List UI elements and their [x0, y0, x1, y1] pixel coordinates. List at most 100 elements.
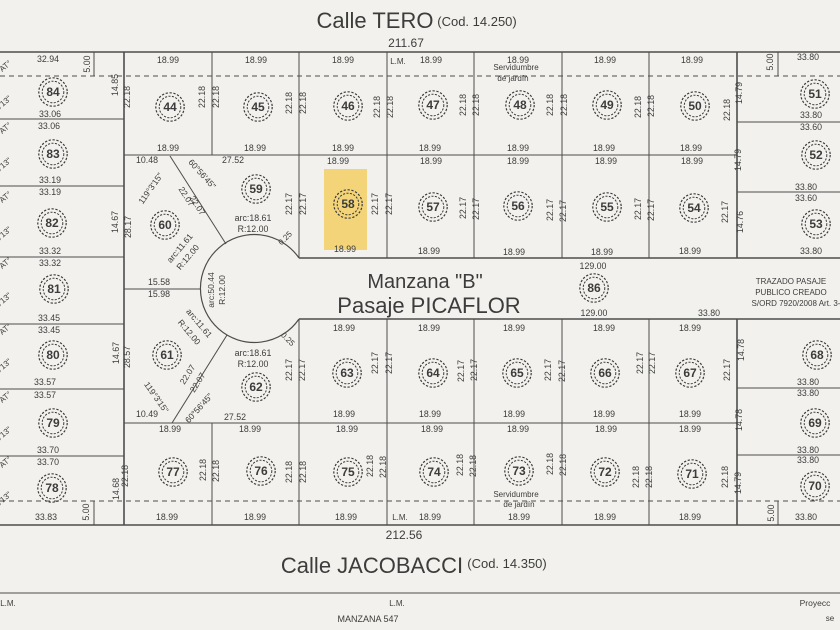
dim-label: L.M. [390, 57, 406, 66]
passage-note: PUBLICO CREADO [755, 288, 827, 297]
dim-label: 22.17 [370, 193, 380, 215]
lot-marker-inner-ring [508, 93, 532, 117]
lot-marker-inner-ring [682, 196, 706, 220]
lot-number: 60 [158, 218, 172, 232]
lot-marker-57: 57 [418, 192, 448, 222]
dim-label: 22.18 [646, 95, 656, 117]
lot-marker-outer-ring [590, 457, 620, 487]
dim-label: 18.99 [159, 424, 181, 434]
lot-marker-81: 81 [39, 274, 69, 304]
block-width-dim: 212.56 [386, 528, 423, 542]
lot-number: 65 [510, 366, 524, 380]
dim-label: 18.99 [332, 143, 354, 153]
dim-label: 5.00 [81, 503, 91, 520]
lot-number: 48 [513, 98, 527, 112]
lot-marker-inner-ring [246, 95, 270, 119]
dim-label: 33.32 [39, 258, 61, 268]
lot-number: 52 [809, 148, 823, 162]
dim-label: 22.17 [471, 198, 481, 220]
lot-marker-68: 68 [802, 340, 832, 370]
lot-number: 68 [810, 348, 824, 362]
lot-marker-76: 76 [246, 456, 276, 486]
lot-marker-inner-ring [244, 177, 268, 201]
dim-label: 22.18 [471, 94, 481, 116]
dim-label: 22.18 [298, 461, 308, 483]
lot-marker-outer-ring [419, 457, 449, 487]
dim-label: 18.99 [239, 424, 261, 434]
lot-marker-inner-ring [683, 94, 707, 118]
lot-marker-58: 58 [333, 189, 363, 219]
dim-label: 33.57 [34, 390, 56, 400]
dim-label: 22.18 [198, 459, 208, 481]
lot-marker-48: 48 [505, 90, 535, 120]
lot-marker-64: 64 [418, 358, 448, 388]
lot-marker-80: 80 [38, 340, 68, 370]
dim-label: 22.17 [635, 352, 645, 374]
lot-marker-outer-ring [800, 471, 830, 501]
lot-marker-outer-ring [241, 372, 271, 402]
lot-number: 54 [687, 201, 701, 215]
lot-number: 58 [341, 197, 355, 211]
dim-label: R:12.00 [238, 224, 269, 234]
dim-label: L.M. [392, 513, 408, 522]
dim-label: se [826, 614, 835, 623]
lot-marker-49: 49 [592, 90, 622, 120]
dim-label: 18.99 [594, 512, 616, 522]
passage-note: S/ORD 7920/2008 Art. 3- [752, 299, 840, 308]
lot-marker-84: 84 [38, 77, 68, 107]
dim-label: 14.68 [111, 478, 121, 500]
lot-marker-outer-ring [38, 408, 68, 438]
dim-label: 18.99 [503, 323, 525, 333]
lot-marker-outer-ring [333, 457, 363, 487]
lot-marker-outer-ring [155, 92, 185, 122]
dim-label: 14.78 [734, 409, 744, 431]
dim-label: 32.94 [37, 54, 59, 64]
block-width-dim: 211.67 [388, 36, 424, 50]
lot-marker-46: 46 [333, 91, 363, 121]
lot-marker-66: 66 [590, 358, 620, 388]
lot-marker-59: 59 [241, 174, 271, 204]
lot-number: 83 [46, 147, 60, 161]
dim-label: 18.99 [421, 424, 443, 434]
dim-label: 14.79 [734, 82, 744, 104]
lot-marker-inner-ring [161, 460, 185, 484]
lot-number: 71 [685, 467, 699, 481]
dim-label: 18.99 [591, 247, 613, 257]
dim-label: 22.17 [557, 360, 567, 382]
lot-marker-inner-ring [803, 82, 827, 106]
lot-marker-inner-ring [41, 343, 65, 367]
lot-number: 73 [512, 464, 526, 478]
lot-marker-outer-ring [418, 358, 448, 388]
lot-marker-inner-ring [680, 462, 704, 486]
lot-number: 78 [45, 481, 59, 495]
dim-label: 22.18 [558, 454, 568, 476]
lot-marker-79: 79 [38, 408, 68, 438]
lot-marker-inner-ring [40, 211, 64, 235]
dim-label: 22.17 [384, 193, 394, 215]
dim-label: 33.80 [795, 512, 817, 522]
dim-label: arc:18.61 [235, 213, 272, 223]
lot-marker-74: 74 [419, 457, 449, 487]
dim-label: 18.99 [157, 55, 179, 65]
dim-label: 27.52 [222, 155, 244, 165]
lot-marker-inner-ring [595, 93, 619, 117]
lot-number: 45 [251, 100, 265, 114]
dim-label: 18.99 [244, 512, 266, 522]
dim-label: 22.18 [211, 460, 221, 482]
dim-label: 18.99 [507, 424, 529, 434]
lot-number: 63 [340, 366, 354, 380]
lot-number: 86 [587, 281, 601, 295]
lot-marker-outer-ring [39, 274, 69, 304]
lot-marker-inner-ring [593, 460, 617, 484]
dim-label: 10.49 [136, 409, 158, 419]
lot-marker-outer-ring [37, 473, 67, 503]
lot-marker-outer-ring [150, 210, 180, 240]
lot-marker-inner-ring [593, 361, 617, 385]
dim-label: 22.18 [284, 92, 294, 114]
dim-label: 22.17 [558, 200, 568, 222]
dim-label: de jardín [503, 500, 534, 509]
lot-number: 77 [166, 465, 180, 479]
dim-label: 22.18 [631, 466, 641, 488]
block-title: Manzana "B" [367, 271, 482, 293]
